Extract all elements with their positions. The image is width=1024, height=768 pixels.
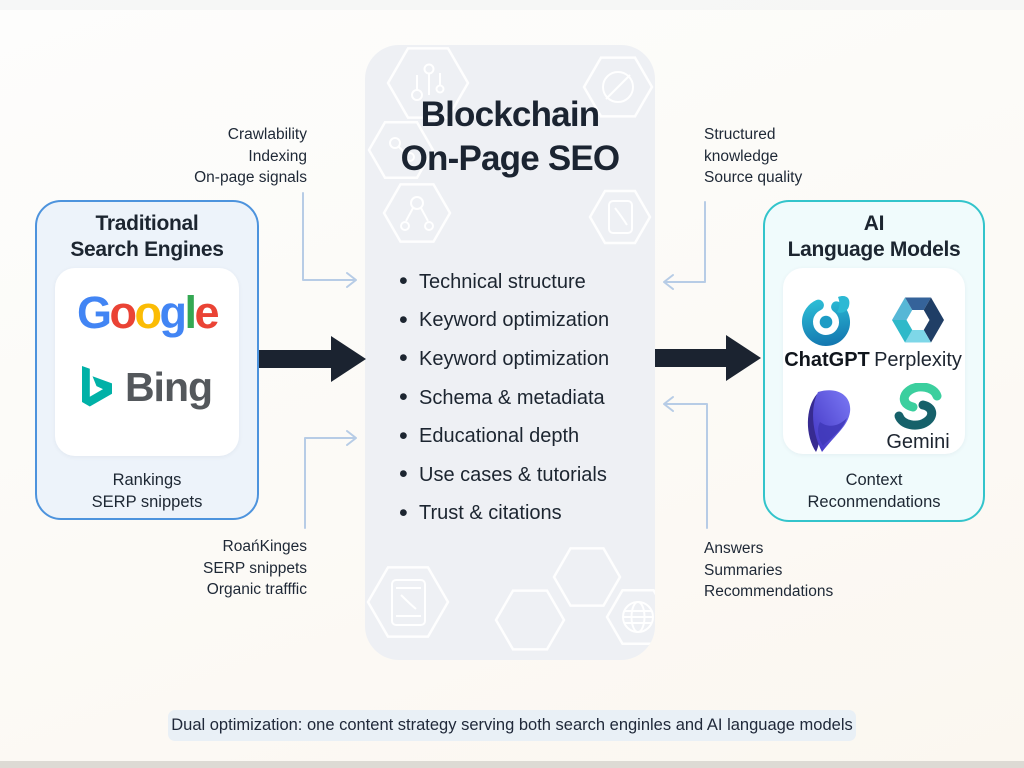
connector-bottom-left-line (304, 437, 356, 529)
bing-logo-icon (81, 365, 112, 406)
annotation-line: Source quality (704, 169, 803, 187)
google-letter: o (134, 287, 162, 338)
left-box-title-line-2: Search Engines (70, 237, 224, 261)
purple-p-logo-cell (783, 372, 871, 454)
gemini-logo-icon (894, 383, 942, 430)
annotation-line: Structured (704, 126, 776, 143)
hex-tablet-phone-icon (391, 579, 426, 626)
perplexity-logo-icon (892, 297, 944, 343)
left-footer-line-1: Rankings (112, 471, 182, 489)
annotation-line: RoańKinges (222, 538, 307, 555)
right-box-title-line-2: Language Models (787, 237, 961, 261)
right-box-footer: Context Reconmendations (765, 470, 983, 514)
traditional-search-engines-box: Traditional Search Engines Google Bing R… (35, 200, 259, 520)
chatgpt-label: ChatGPT (784, 349, 870, 371)
connector-top-left-arrowhead-icon (346, 272, 357, 288)
google-letter: l (184, 287, 197, 338)
seo-bullet-list: Technical structure Keyword optimization… (399, 263, 609, 533)
perplexity-label: Perplexity (874, 349, 962, 371)
list-item: Educational depth (399, 417, 609, 456)
connector-bottom-right-arrowhead-icon (663, 396, 674, 412)
annotation-line: Summaries (704, 561, 783, 579)
left-box-title-line-1: Traditional (95, 212, 199, 235)
connector-top-right-line (664, 201, 706, 283)
hex-nodes-icon (411, 63, 445, 101)
bing-wordmark: Bing (124, 364, 213, 410)
hex-globe-icon (622, 601, 654, 633)
connector-top-left-line (302, 192, 356, 281)
chatgpt-logo-cell: ChatGPT (783, 276, 871, 372)
google-letter: g (159, 287, 187, 338)
hexagon-pattern-decor (366, 47, 655, 651)
purple-p-logo-icon (807, 390, 851, 452)
connector-bottom-right-line (664, 403, 708, 529)
left-box-footer: Rankings SERP snippets (37, 470, 257, 514)
google-logo: Google (55, 290, 239, 335)
ai-logo-grid: ChatGPT Perplexity (783, 276, 965, 454)
perplexity-logo-cell: Perplexity (871, 276, 965, 372)
list-item: Trust & citations (399, 495, 609, 534)
bottom-banner-text: Dual optimization: one content strategy … (171, 716, 853, 734)
annotation-line: Answers (704, 540, 764, 557)
google-letter: G (76, 287, 112, 338)
chatgpt-logo-icon (802, 296, 850, 346)
page-title-line-2: On-Page SEO (400, 139, 621, 179)
bottom-edge-strip (0, 761, 1024, 768)
right-flow-arrow-icon (655, 335, 761, 381)
annotation-line: knowledge (704, 147, 779, 165)
annotation-answers-summaries: Answers Summaries Recommendations (704, 538, 833, 603)
annotation-line: Indexing (248, 147, 307, 165)
right-footer-line-1: Context (845, 471, 903, 489)
left-flow-arrow-icon (259, 336, 366, 382)
blockchain-onpage-seo-panel: Blockchain On-Page SEO Technical structu… (365, 45, 655, 660)
list-item: Technical structure (399, 263, 609, 302)
list-item: Use cases & tutorials (399, 456, 609, 495)
list-item: Keyword optimization (399, 340, 609, 379)
list-item: Schema & metadiata (399, 379, 609, 418)
left-footer-line-2: SERP snippets (91, 492, 203, 511)
right-box-title: AI Language Models (765, 211, 983, 263)
left-box-title: Traditional Search Engines (37, 211, 257, 263)
page-title-line-1: Blockchain (420, 95, 601, 134)
google-letter: e (194, 287, 220, 338)
annotation-line: Recommendations (704, 583, 834, 601)
page-title: Blockchain On-Page SEO (365, 93, 655, 181)
annotation-structured-knowledge: Structured knowledge Source quality (704, 124, 802, 189)
search-logos-card: Google Bing (55, 268, 239, 456)
ai-language-models-box: AI Language Models Chat (763, 200, 985, 522)
ai-logos-card: ChatGPT Perplexity (783, 268, 965, 454)
annotation-crawlability: Crawlability Indexing On-page signals (194, 124, 307, 189)
annotation-line: Organic trafffic (206, 581, 307, 599)
right-footer-line-2: Reconmendations (807, 492, 941, 511)
top-edge-strip (0, 0, 1024, 10)
hex-link-nodes-icon (389, 137, 415, 162)
gemini-label: Gemini (886, 431, 950, 453)
annotation-line: On-page signals (194, 169, 307, 187)
right-box-title-line-1: AI (863, 212, 885, 235)
hex-phone-icon (608, 200, 633, 234)
hex-node-tree-icon (400, 196, 434, 231)
annotation-line: Crawlability (227, 126, 307, 143)
bing-logo: Bing (55, 364, 239, 411)
list-item: Keyword optimization (399, 302, 609, 341)
bottom-banner: Dual optimization: one content strategy … (168, 710, 856, 741)
annotation-rankings-serp: RoańKinges SERP snippets Organic trafffi… (203, 536, 307, 601)
gemini-logo-cell: Gemini (871, 372, 965, 454)
google-letter: o (109, 287, 137, 338)
annotation-line: SERP snippets (203, 559, 307, 577)
connector-top-right-arrowhead-icon (663, 274, 674, 290)
connector-bottom-left-arrowhead-icon (346, 430, 357, 446)
hex-crossed-circle-icon (602, 71, 634, 103)
